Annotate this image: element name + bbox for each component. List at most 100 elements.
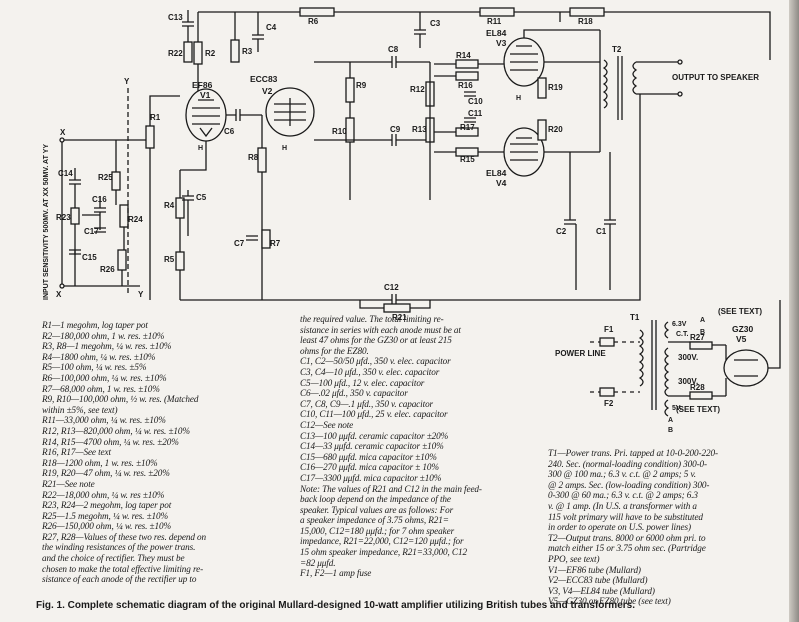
parts-list-line: R16, R17—See text xyxy=(42,447,111,458)
r26-label: R26 xyxy=(100,265,115,274)
parts-list-line: R25—1.5 megohm, ¼ w. res. ±10% xyxy=(42,510,169,521)
t1-label: T1 xyxy=(630,313,640,322)
parts-list-line: R19, R20—47 ohm, ¼ w. res. ±20% xyxy=(42,468,170,479)
c6-label: C6 xyxy=(224,127,235,136)
c13-label: C13 xyxy=(168,13,183,22)
resistor-r7: R7 xyxy=(261,229,281,249)
v3-type-label: EL84 xyxy=(486,28,507,38)
r5-label: R5 xyxy=(164,255,175,264)
r7-label: R7 xyxy=(270,239,281,248)
parts-list-middle: the required value. The total limiting r… xyxy=(300,314,540,579)
v1-type-label: EF86 xyxy=(192,80,213,90)
parts-list-line: and the choice of rectifier. They must b… xyxy=(42,553,185,564)
r16-label: R16 xyxy=(458,81,473,90)
parts-list-line: C10, C11—100 μfd., 25 v. elec. capacitor xyxy=(300,409,448,420)
parts-list-right: T1—Power trans. Pri. tapped at 10-0-200-… xyxy=(548,448,780,607)
parts-list-line: C17—3300 μμfd. mica capacitor ±10% xyxy=(300,472,442,483)
parts-list-line: R22—18,000 ohm, ¼ w. res ±10% xyxy=(42,489,165,500)
resistor-r2: R2 xyxy=(193,41,216,65)
parts-list-line: R27, R28—Values of these two res. depend… xyxy=(42,531,207,542)
input-sensitivity-label: INPUT SENSITIVITY 500MV. AT XX 50MV. AT … xyxy=(43,144,50,300)
r1-label: R1 xyxy=(150,113,161,122)
amplifier-schematic: R6 R11 R18 C4 C3 C13 R22 R2 R3 INPUT SEN… xyxy=(43,7,781,434)
r2-label: R2 xyxy=(205,49,216,58)
marker-y-lower: Y xyxy=(138,290,144,299)
output-transformer-t2: T2 OUTPUT TO SPEAKER xyxy=(599,30,759,152)
r18-label: R18 xyxy=(578,17,593,26)
see-text-lower: (SEE TEXT) xyxy=(676,405,720,414)
capacitor-c11: C11 xyxy=(464,109,483,123)
marker-x-lower: X xyxy=(56,290,62,299)
parts-list-line: R14, R15—4700 ohm, ¼ w. res. ±20% xyxy=(42,436,179,447)
v5-ref-label: V5 xyxy=(736,334,747,344)
parts-list-line: T1—Power trans. Pri. tapped at 10-0-200-… xyxy=(548,448,718,458)
capacitor-c10: C10 xyxy=(464,91,483,106)
v2-ref-label: V2 xyxy=(262,86,273,96)
r19-label: R19 xyxy=(548,83,563,92)
r8-label: R8 xyxy=(248,153,259,162)
parts-list-line: a speaker impedance of 3.75 ohms, R21= xyxy=(300,515,449,526)
marker-x-upper: X xyxy=(60,128,66,137)
r24-label: R24 xyxy=(128,215,143,224)
c9-label: C9 xyxy=(390,125,401,134)
b-plus-rail xyxy=(197,11,771,100)
resistor-r11: R11 xyxy=(479,7,515,26)
resistor-r22: R22 xyxy=(168,41,193,63)
resistor-r5: R5 xyxy=(164,251,185,271)
parts-list-line: least 47 ohms for the GZ30 or at least 2… xyxy=(300,335,452,346)
parts-list-line: R2—180,000 ohm, 1 w. res. ±10% xyxy=(42,330,165,341)
v4-ref-label: V4 xyxy=(496,178,507,188)
parts-list-line: ohms for the EZ80. xyxy=(300,345,369,356)
v2-type-label: ECC83 xyxy=(250,74,278,84)
r3-label: R3 xyxy=(242,47,253,56)
resistor-r18: R18 xyxy=(569,7,605,26)
parts-list-line: V1—EF86 tube (Mullard) xyxy=(548,564,641,575)
feedback-network: C12 R21 xyxy=(180,94,641,322)
parts-list-line: PPO, see text) xyxy=(548,553,600,564)
input-section: INPUT SENSITIVITY 500MV. AT XX 50MV. AT … xyxy=(43,77,144,300)
sec-300v-a-label: 300V. xyxy=(678,353,698,362)
r25-label: R25 xyxy=(98,173,113,182)
resistor-r19: R19 xyxy=(537,77,563,99)
parts-list-line: V5—GZ30 or EZ80 tube (see text) xyxy=(548,596,671,607)
parts-list-line: R6—100,000 ohm, ¼ w. res. ±10% xyxy=(42,372,167,383)
capacitor-c13: C13 xyxy=(168,10,194,42)
power-line-label: POWER LINE xyxy=(555,349,606,358)
capacitor-c3: C3 xyxy=(414,19,441,48)
tube-v4-el84: EL84 V4 xyxy=(486,127,600,188)
c7-label: C7 xyxy=(234,239,245,248)
r15-label: R15 xyxy=(460,155,475,164)
r12-label: R12 xyxy=(410,85,425,94)
r14-label: R14 xyxy=(456,51,471,60)
capacitor-c2: C2 xyxy=(556,152,577,290)
parts-list-line: 300 @ 100 ma.; 6.3 v. c.t. @ 2 amps; 5 v… xyxy=(548,469,696,480)
marker-a-lower: A xyxy=(668,417,673,424)
r4-label: R4 xyxy=(164,201,175,210)
c3-label: C3 xyxy=(430,19,441,28)
parts-list-line: 115 volt primary will have to be substit… xyxy=(548,511,703,522)
c1-label: C1 xyxy=(596,227,607,236)
v3-heater-marker: H xyxy=(516,95,521,102)
parts-list-line: Note: The values of R21 and C12 in the m… xyxy=(300,483,482,494)
parts-list-line: C16—270 μμfd. mica capacitor ± 10% xyxy=(300,462,439,473)
c15-label: C15 xyxy=(82,253,97,262)
resistor-r6: R6 xyxy=(299,7,335,26)
parts-list-line: C12—See note xyxy=(300,419,354,430)
power-section: POWER LINE F1 F2 T1 6.3V C.T. A B 300V. … xyxy=(555,300,781,434)
parts-list-line: V2—ECC83 tube (Mullard) xyxy=(548,575,648,586)
resistor-r13: R13 xyxy=(412,62,435,200)
c17-label: C17 xyxy=(84,227,99,236)
resistor-r15: R15 xyxy=(455,147,479,164)
parts-list-line: speaker. Typical values are as follows: … xyxy=(300,504,454,515)
parts-list-line: V3, V4—EL84 tube (Mullard) xyxy=(548,585,655,596)
resistor-r16: R16 xyxy=(455,71,479,90)
tube-v2-ecc83: ECC83 V2 H xyxy=(250,74,315,300)
parts-list-line: match either 15 or 3.75 ohm sec. (Partri… xyxy=(548,543,706,554)
parts-list-line: within ±5%, see text) xyxy=(42,404,118,415)
resistor-r3: R3 xyxy=(230,39,253,63)
parts-list-line: R12, R13—820,000 ohm, ¼ w. res. ±10% xyxy=(42,425,190,436)
see-text-upper: (SEE TEXT) xyxy=(718,307,762,316)
sec-300v-b-label: 300V. xyxy=(678,377,698,386)
